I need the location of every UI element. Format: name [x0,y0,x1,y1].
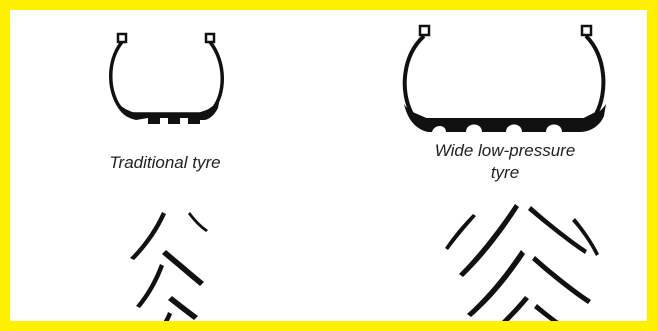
wide-tread-pattern [435,200,615,331]
wide-tyre-label: Wide low-pressure tyre [430,140,580,184]
traditional-tyre-profile [100,22,240,132]
traditional-tyre-label: Traditional tyre [80,152,250,174]
wide-tyre-profile [390,12,620,144]
traditional-tread-pattern [120,206,240,331]
